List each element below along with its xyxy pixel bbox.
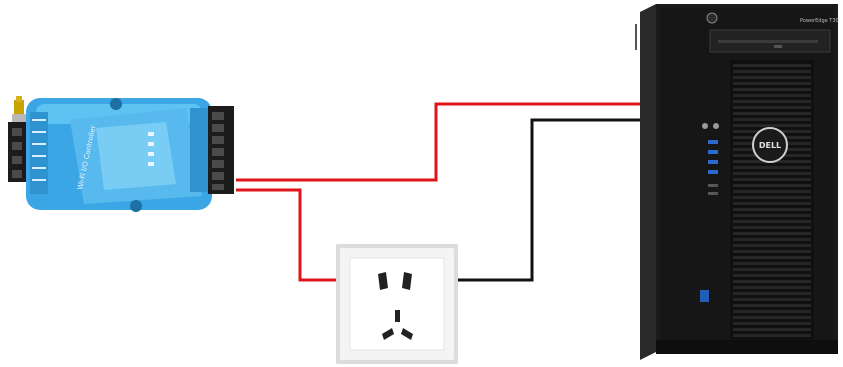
vent-slat — [733, 304, 811, 307]
vent-slat — [733, 262, 811, 265]
vent-slat — [733, 226, 811, 229]
vent-slat — [733, 112, 811, 115]
vent-slat — [733, 178, 811, 181]
vent-slat — [733, 250, 811, 253]
vent-slat — [733, 76, 811, 79]
terminal-block-icon — [190, 106, 234, 194]
vent-slat — [733, 64, 811, 67]
server-model-label: PowerEdge T30 — [800, 18, 839, 24]
cpu-badge — [700, 290, 709, 302]
vent-slat — [733, 328, 811, 331]
vent-slat — [733, 274, 811, 277]
vent-slat — [733, 316, 811, 319]
power-button-icon — [707, 13, 717, 23]
vent-slat — [733, 334, 811, 337]
mount-hole — [130, 200, 142, 212]
io-controller: Wi-Fi I/O Controller — [8, 96, 234, 212]
vent-slat — [733, 244, 811, 247]
vent-slat — [733, 88, 811, 91]
mount-hole — [110, 98, 122, 110]
vent-slat — [733, 190, 811, 193]
vent-slat — [733, 268, 811, 271]
vent-slat — [733, 94, 811, 97]
vent-slat — [733, 166, 811, 169]
vent-slat — [733, 214, 811, 217]
vent-slat — [733, 208, 811, 211]
vent-slat — [733, 298, 811, 301]
vent-slat — [733, 118, 811, 121]
antenna-icon — [12, 96, 26, 124]
vent-slat — [733, 232, 811, 235]
vent-slat — [733, 172, 811, 175]
wall-outlet — [336, 244, 458, 364]
server-brand: DELL — [759, 141, 781, 150]
vent-slat — [733, 292, 811, 295]
vent-slat — [733, 70, 811, 73]
vent-slat — [733, 202, 811, 205]
vent-slat — [733, 196, 811, 199]
vent-slat — [733, 322, 811, 325]
vent-slat — [733, 256, 811, 259]
vent-slat — [733, 106, 811, 109]
dell-logo-icon: DELL — [753, 128, 787, 162]
vent-slat — [733, 100, 811, 103]
vent-slat — [733, 280, 811, 283]
optical-drive-icon — [710, 30, 830, 52]
vent-slat — [733, 82, 811, 85]
live-wire-to-server — [236, 104, 640, 180]
vent-slat — [733, 286, 811, 289]
vent-slat — [733, 124, 811, 127]
vent-slat — [733, 238, 811, 241]
vent-slat — [733, 310, 811, 313]
vent-slat — [733, 220, 811, 223]
vent-slat — [733, 184, 811, 187]
tower-server: PowerEdge T30 DELL — [640, 4, 839, 360]
